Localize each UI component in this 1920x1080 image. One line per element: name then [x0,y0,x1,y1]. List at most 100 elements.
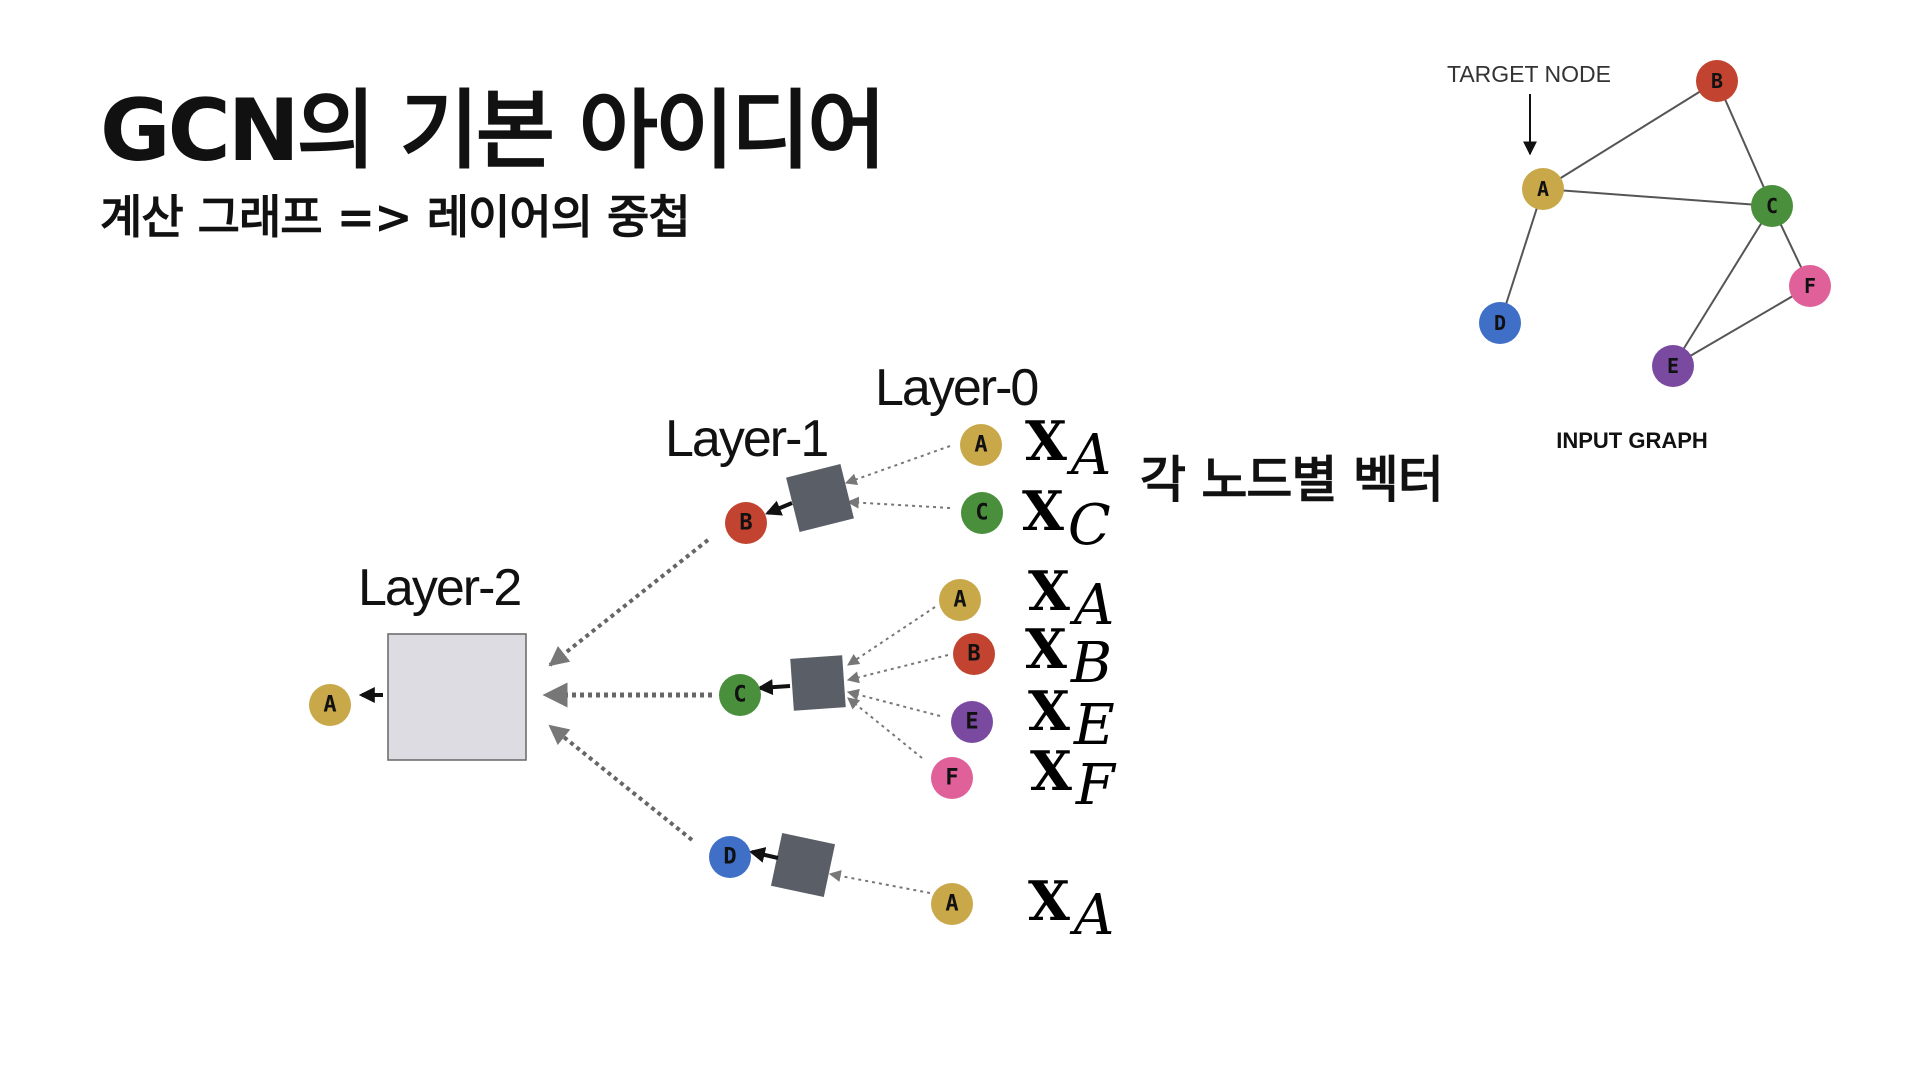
layer1-node-b: B [725,502,767,544]
layer1-node-d-circle [709,836,751,878]
root-node-a: A [309,684,351,726]
layer0-edges [828,445,951,894]
edge-a-to-agg-b [844,445,951,486]
feature-vector-subscript: A [1066,423,1111,488]
layer0-node-c-a: A [939,579,981,621]
layer0-node-d-a: A [931,883,973,925]
input-graph-nodes: A B C D E F [1479,60,1831,387]
layer0-node-c-f-letter: F [945,766,958,791]
feature-vector-c: XC [1022,479,1111,558]
feature-vector-subscript: C [1068,493,1111,558]
layer0-node-c-e-circle [951,701,993,743]
layer0-node-c-f: F [931,757,973,799]
edge-a-to-agg-c [847,606,936,666]
feature-vector-subscript: E [1073,693,1115,758]
slide-subtitle: 계산 그래프 => 레이어의 중첩 [100,190,691,244]
feature-vector-subscript: A [1069,883,1114,948]
input-node-e-circle [1652,345,1694,387]
node-vector-note: 각 노드별 벡터 [1140,451,1443,509]
input-node-b: B [1696,60,1738,102]
edge-b-to-agg-c [846,654,949,684]
root-node-a-circle [309,684,351,726]
layer-1-label: Layer-1 [665,410,827,468]
input-edge-e-f [1672,285,1811,367]
layer-0-label: Layer-0 [875,359,1037,417]
input-graph-caption: INPUT GRAPH [1556,428,1708,453]
layer0-node-b-c-circle [961,492,1003,534]
input-node-c-letter: C [1766,194,1778,218]
aggregator-c [790,655,846,711]
slide-title: GCN의 기본 아이디어 [100,81,886,181]
edge-b-to-box [548,538,710,667]
layer0-node-c-f-circle [931,757,973,799]
feature-vector-a: XA [1028,559,1114,638]
input-edge-a-b [1542,80,1718,190]
layer0-node-d-a-circle [931,883,973,925]
input-node-e-letter: E [1667,354,1679,378]
layer0-node-d-a-letter: A [945,892,958,917]
feature-vector-symbol: X [1028,869,1070,933]
layer0-node-c-a-circle [939,579,981,621]
feature-vector-symbol: X [1025,617,1067,681]
feature-vector-symbol: X [1028,559,1070,623]
input-node-b-circle [1696,60,1738,102]
feature-vector-subscript: A [1069,573,1114,638]
feature-vector-e: XE [1028,679,1115,758]
layer-2-label: Layer-2 [358,559,520,617]
input-node-a-letter: A [1537,177,1549,201]
layer0-node-c-b-letter: B [967,642,980,667]
aggregators [770,464,854,898]
layer0-node-b-a-circle [960,424,1002,466]
input-node-d-letter: D [1494,311,1506,335]
nodes-layer: A B C D A C A B E F A [309,424,1003,925]
feature-vector-f: XF [1030,739,1117,818]
layer1-node-b-letter: B [739,511,752,536]
feature-vector-a: XA [1028,869,1114,948]
layer0-node-c-a-letter: A [953,588,966,613]
layer1-node-b-circle [725,502,767,544]
input-edge-c-e [1672,205,1773,367]
input-node-c-circle [1751,185,1793,227]
input-node-f-letter: F [1804,274,1816,298]
feature-vector-symbol: X [1030,739,1072,803]
input-node-d: D [1479,302,1521,344]
arrow-agg-to-d [748,847,779,863]
input-node-f: F [1789,265,1831,307]
layer0-node-b-c-letter: C [975,501,988,526]
input-node-d-circle [1479,302,1521,344]
feature-vector-symbol: X [1022,479,1064,543]
layer1-node-c-letter: C [733,683,746,708]
input-edge-a-d [1499,188,1544,324]
aggregator-output-arrows [748,500,793,863]
arrow-agg-to-c [756,679,791,696]
layer1-node-d: D [709,836,751,878]
layer0-node-b-c: C [961,492,1003,534]
edge-f-to-agg-c [847,697,923,759]
input-node-b-letter: B [1711,69,1723,93]
layer0-node-c-b-circle [953,633,995,675]
layer0-node-b-a-letter: A [974,433,987,458]
feature-vector-subscript: B [1070,631,1112,696]
layer1-node-c: C [719,674,761,716]
input-node-a-circle [1522,168,1564,210]
layer1-node-c-circle [719,674,761,716]
layer0-node-c-e: E [951,701,993,743]
layer0-node-b-a: A [960,424,1002,466]
feature-vector-subscript: F [1075,753,1117,818]
layer0-node-c-e-letter: E [965,710,978,735]
input-edge-b-c [1716,80,1773,207]
edge-a-to-agg-d [828,870,931,894]
feature-vector-b: XB [1025,617,1112,696]
edge-e-to-agg-c [846,688,941,717]
layer1-node-d-letter: D [723,845,736,870]
edge-d-to-box [548,724,694,842]
aggregator-d [770,832,836,898]
edge-c-to-agg-b [846,496,951,509]
feature-vector-a: XA [1025,409,1111,488]
input-node-e: E [1652,345,1694,387]
layer0-node-c-b: B [953,633,995,675]
root-node-a-letter: A [323,693,336,718]
